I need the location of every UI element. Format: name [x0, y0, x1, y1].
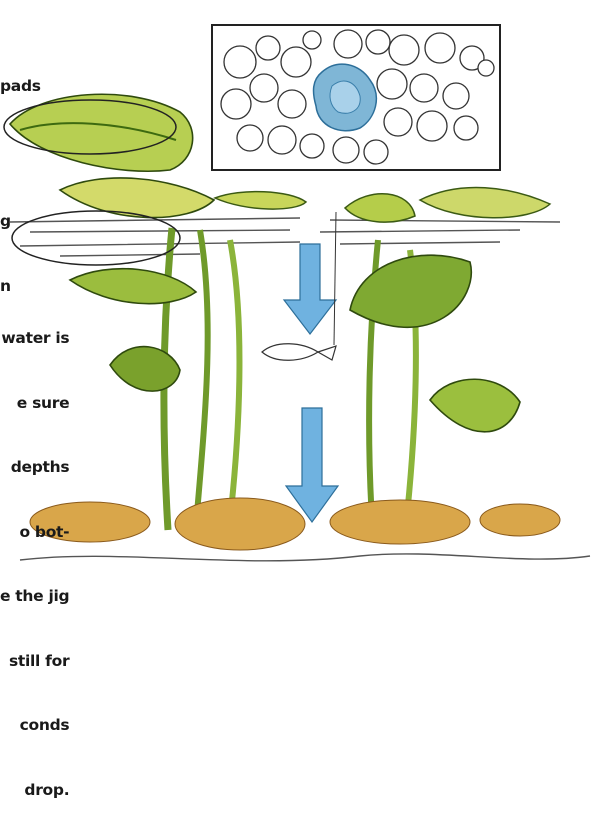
caption-line: drop. — [0, 780, 69, 802]
caption-line: o bot- — [0, 522, 69, 544]
right-plant — [350, 240, 520, 525]
caption-line: g — [0, 211, 11, 233]
caption-line: pads — [0, 76, 41, 98]
caption-line: water is — [0, 328, 69, 350]
caption-line: conds — [0, 715, 69, 737]
pond-overhead-diagram — [212, 25, 500, 170]
callout-ellipse-surface — [12, 211, 180, 265]
caption-line: still for — [0, 651, 69, 673]
lake-bottom-sediment — [30, 498, 560, 550]
water-surface — [10, 218, 560, 256]
illustration — [0, 0, 596, 599]
caption-line: depths — [0, 457, 69, 479]
jig-lure-icon — [262, 212, 336, 360]
down-arrow-icon — [284, 244, 338, 522]
caption-line: e the jig — [0, 586, 69, 608]
caption-pads: pads — [0, 33, 41, 119]
floating-lily-pads — [215, 188, 550, 223]
caption-line: e sure — [0, 393, 69, 415]
caption-main: water is e sure depths o bot- e the jig … — [0, 285, 69, 823]
